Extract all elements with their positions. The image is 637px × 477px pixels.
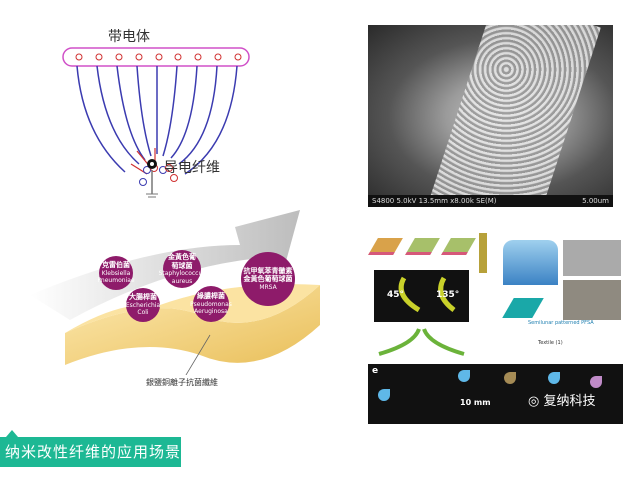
panel-label: e (372, 366, 379, 376)
wechat-icon: ◎ (528, 394, 540, 409)
composite-figure: 45° 135° Semilunar patterned PFSA Textil… (368, 228, 623, 424)
droplet-photo: e 10 mm ◎ 复纳科技 (368, 364, 623, 424)
sem-scale: 5.00um (582, 197, 609, 205)
pattern-photo-2 (563, 280, 621, 320)
pattern-photo-1 (563, 240, 621, 276)
field-lines (76, 65, 238, 175)
shirt-image (503, 240, 558, 285)
sem-info: S4800 5.0kV 13.5mm x8.00k SE(M) (372, 197, 497, 205)
pfsa-label: Semilunar patterned PFSA (528, 320, 594, 326)
charged-body-label: 带电体 (108, 29, 150, 45)
field-lines-diagram (62, 47, 250, 198)
conductive-fiber-label: 导电纤维 (164, 160, 220, 176)
angle-right: 135° (436, 290, 460, 300)
textile-label: Textile (1) (538, 340, 563, 346)
watermark: ◎ 复纳科技 (528, 394, 596, 409)
scale-label: 10 mm (460, 398, 491, 407)
charged-body (62, 47, 250, 67)
angle-left: 45° (387, 290, 405, 300)
label-pointer (6, 430, 18, 437)
sem-image: S4800 5.0kV 13.5mm x8.00k SE(M) 5.00um (368, 25, 613, 207)
section-label: 纳米改性纤维的应用场景 (0, 437, 181, 467)
ground-icon (146, 193, 158, 198)
antibacterial-caption: 銀鹽銅離子抗菌纖維 (146, 378, 218, 387)
